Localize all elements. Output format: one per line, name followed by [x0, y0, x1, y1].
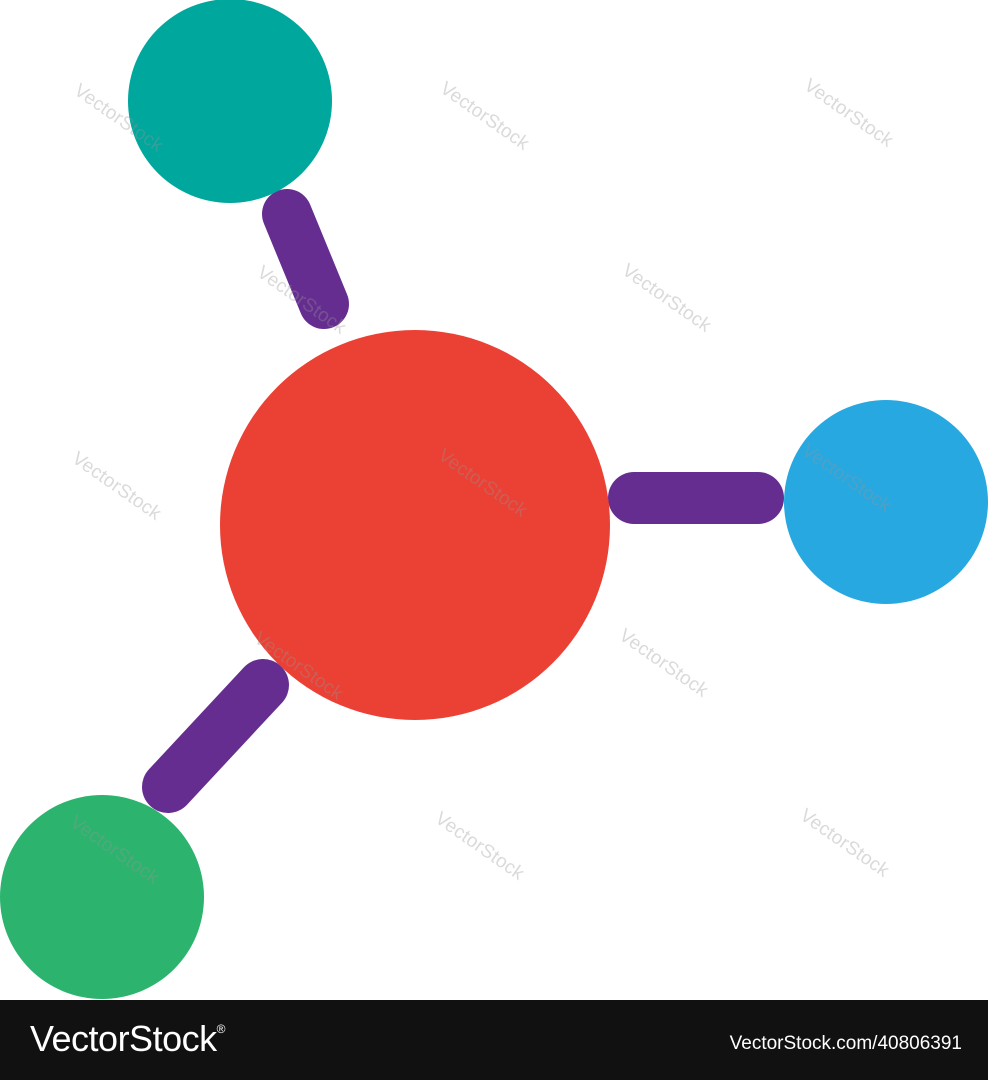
- registered-mark: ®: [216, 1022, 226, 1036]
- bond-top-left: [262, 189, 349, 329]
- atom-center: [220, 330, 610, 720]
- brand-name: VectorStock: [30, 1018, 217, 1059]
- atom-green: [0, 795, 204, 999]
- atom-blue: [784, 400, 988, 604]
- image-id: VectorStock.com/40806391: [729, 1033, 962, 1054]
- molecule-diagram: [0, 0, 988, 999]
- atom-teal: [128, 0, 332, 203]
- brand-logo: VectorStock®: [30, 1018, 225, 1060]
- bond-bottom-left: [142, 659, 289, 813]
- footer-bar: VectorStock® VectorStock.com/40806391: [0, 1000, 988, 1080]
